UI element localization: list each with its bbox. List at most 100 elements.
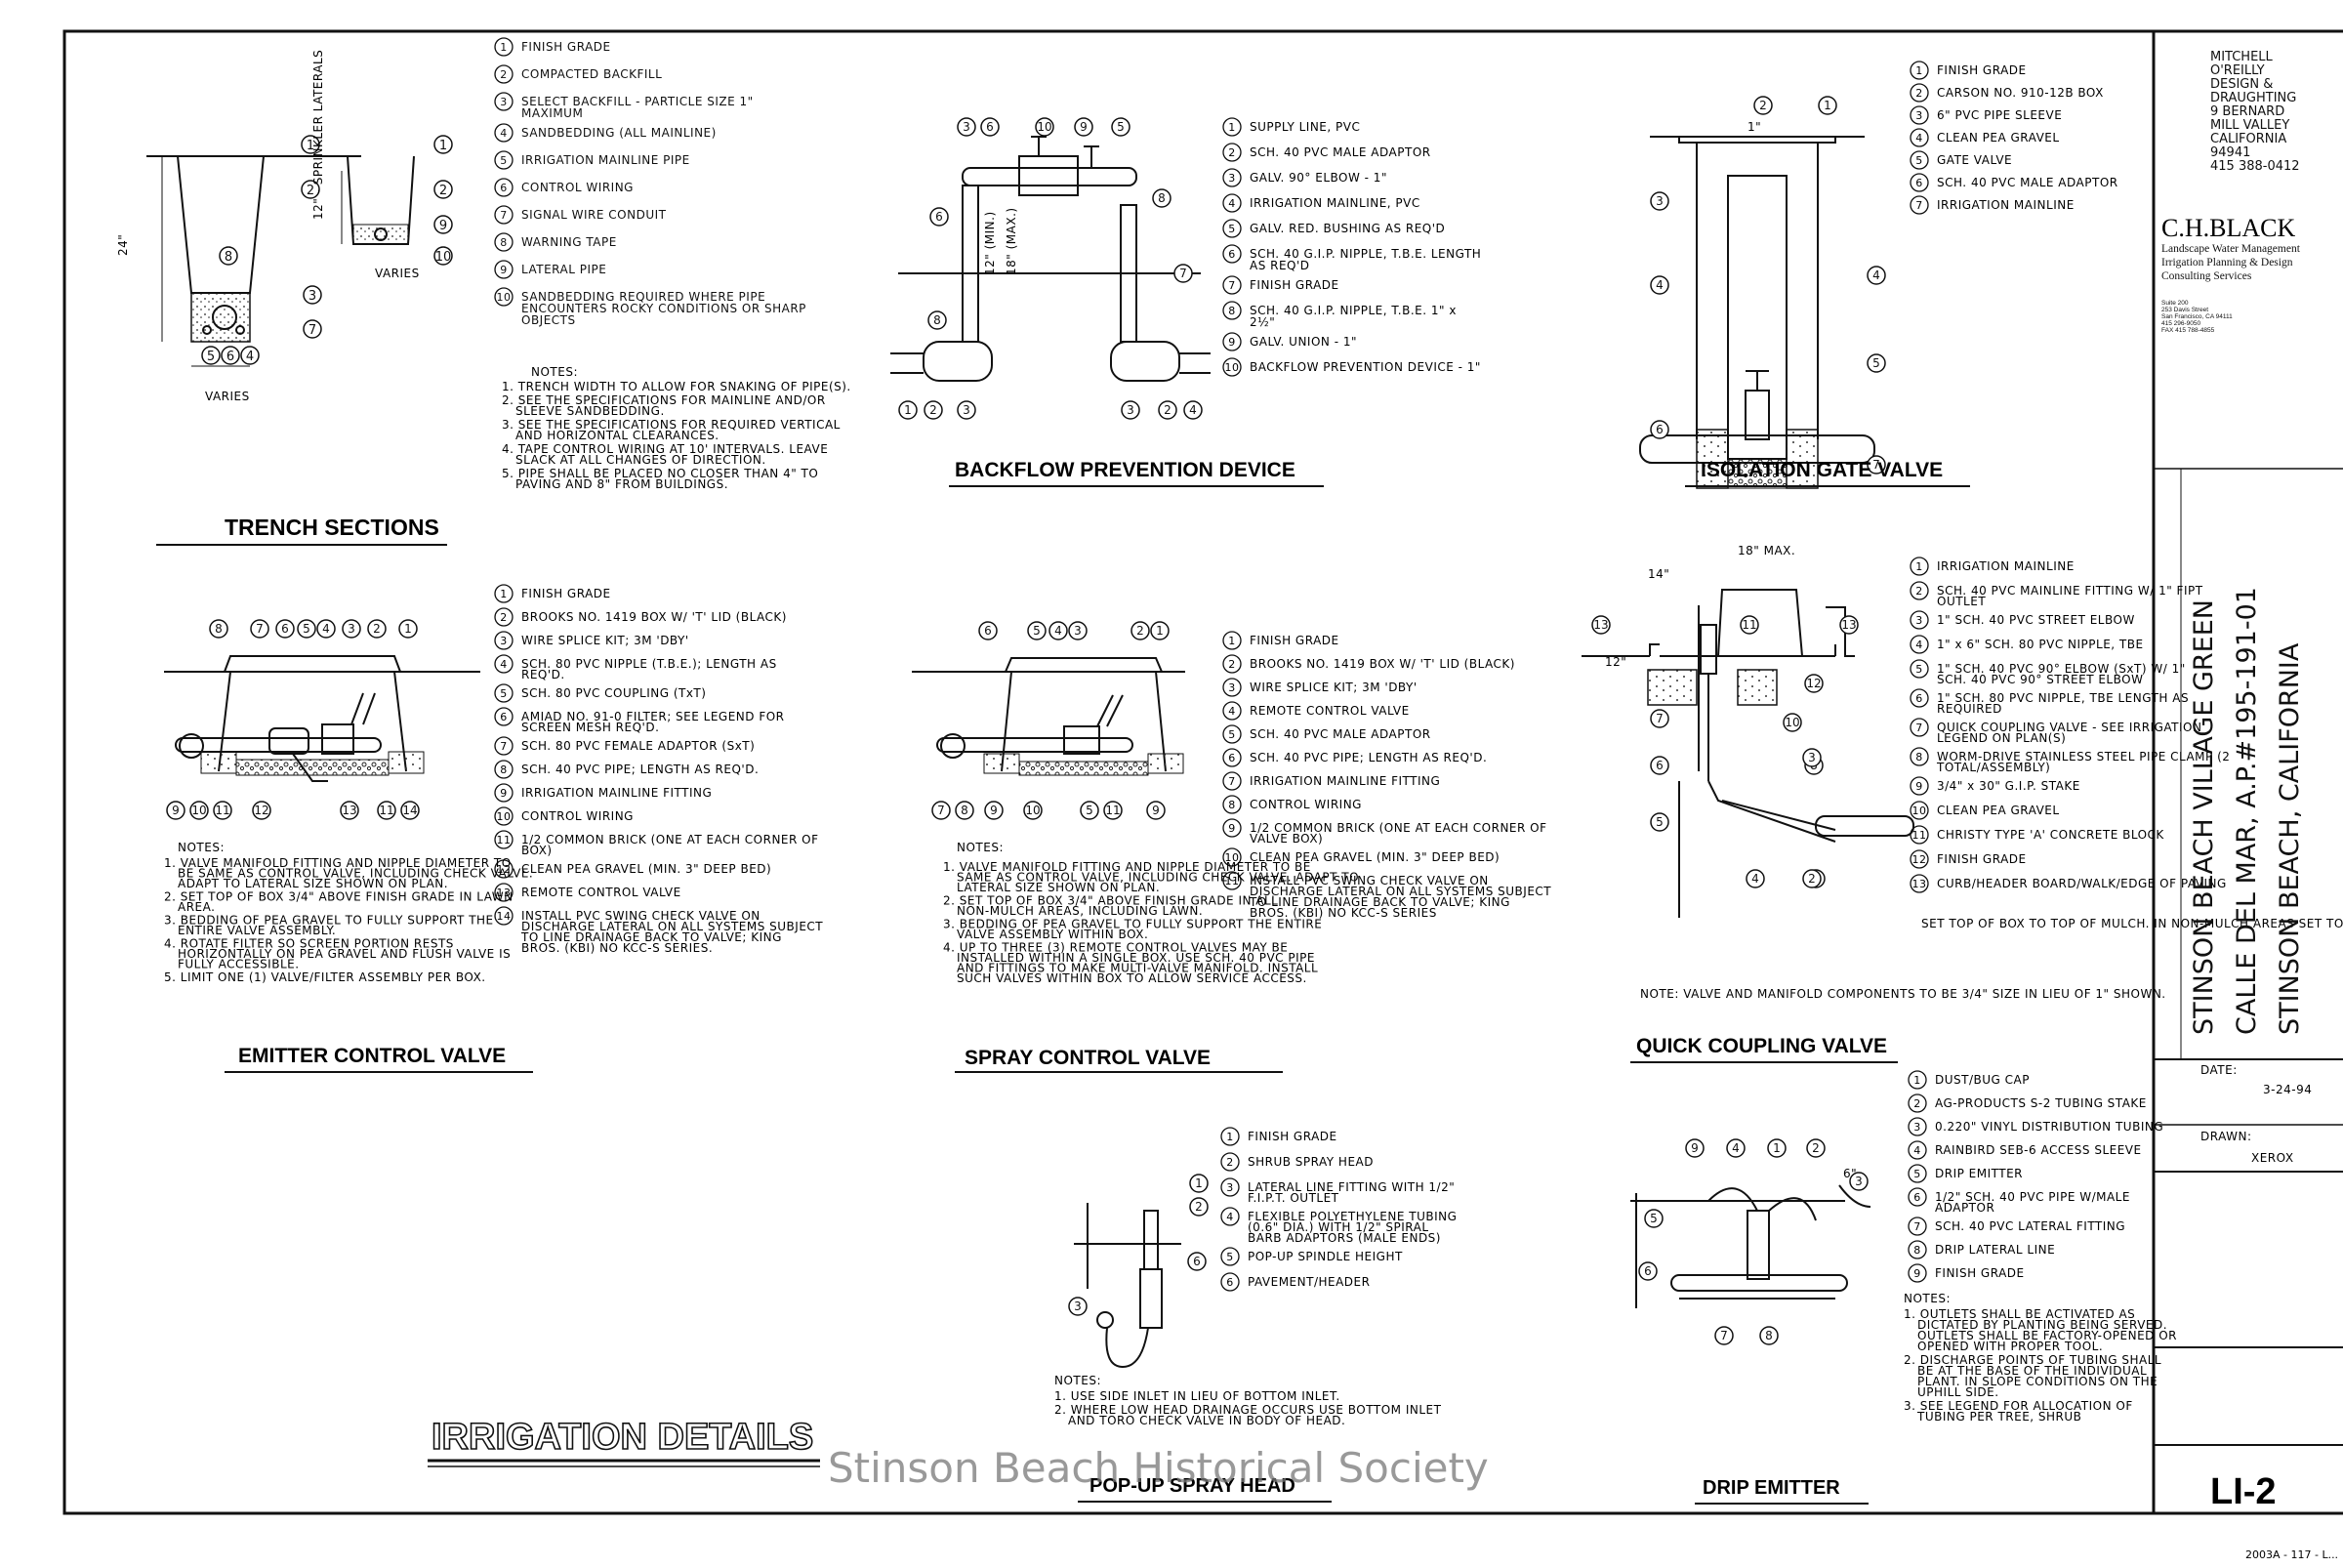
legend-text: 3/4" x 30" G.I.P. STAKE	[1937, 779, 2080, 793]
trench-callouts: 1 2 3 7 8 5 6 4 1 2 9 10	[201, 135, 453, 365]
note-text: 3. SEE THE SPECIFICATIONS FOR REQUIRED V…	[502, 418, 841, 442]
svg-text:4: 4	[1228, 705, 1236, 718]
legend-item: 8 DRIP LATERAL LINE	[1908, 1240, 2055, 1259]
svg-text:4: 4	[1732, 1141, 1740, 1155]
stack-line: DRAUGHTING	[2210, 91, 2296, 105]
note-text: 3. BEDDING OF PEA GRAVEL TO FULLY SUPPOR…	[943, 918, 1322, 942]
svg-text:10: 10	[1225, 851, 1240, 864]
drawn-value: XEROX	[2251, 1151, 2294, 1165]
svg-text:5: 5	[1033, 624, 1041, 638]
sheet-border	[62, 29, 2343, 1515]
backflow-callouts: 3 6 10 9 5 8 7 6 8 1 2 3 3 2 4	[898, 117, 1203, 420]
svg-text:3: 3	[1228, 172, 1236, 185]
svg-text:11: 11	[1105, 804, 1120, 817]
sheet-title: IRRIGATION DETAILS	[432, 1417, 813, 1458]
svg-text:5: 5	[500, 154, 508, 167]
trench-dim-varies: VARIES	[205, 390, 250, 403]
note-text: 4. ROTATE FILTER SO SCREEN PORTION RESTS…	[164, 937, 511, 971]
note-text: 3. BEDDING OF PEA GRAVEL TO FULLY SUPPOR…	[164, 914, 494, 938]
svg-text:14: 14	[402, 804, 417, 817]
legend-text: LATERAL PIPE	[521, 263, 606, 276]
svg-text:3: 3	[1127, 403, 1134, 417]
svg-text:6: 6	[984, 624, 992, 638]
legend-text: IRRIGATION MAINLINE PIPE	[521, 153, 690, 167]
legend-text: GALV. UNION - 1"	[1250, 335, 1357, 349]
svg-text:2: 2	[1164, 403, 1172, 417]
svg-text:7: 7	[1179, 267, 1187, 280]
svg-text:7: 7	[1913, 1220, 1921, 1233]
svg-text:9: 9	[1913, 1267, 1921, 1280]
svg-text:4: 4	[1226, 1211, 1234, 1223]
popup-title: POP-UP SPRAY HEAD	[1089, 1475, 1295, 1497]
svg-text:3: 3	[308, 289, 316, 304]
svg-text:2: 2	[500, 68, 508, 81]
stack-line: FAX 415 788-4855	[2161, 327, 2215, 334]
svg-text:4: 4	[500, 127, 508, 140]
drip-title: DRIP EMITTER	[1703, 1477, 1840, 1499]
svg-text:11: 11	[215, 804, 229, 817]
svg-text:4: 4	[500, 658, 508, 671]
svg-text:3: 3	[1913, 1121, 1921, 1134]
trench-drawing	[146, 155, 415, 367]
legend-text: FLEXIBLE POLYETHYLENE TUBING(0.6" DIA.) …	[1248, 1210, 1457, 1245]
svg-text:7: 7	[1656, 712, 1664, 725]
svg-text:9: 9	[1228, 822, 1236, 835]
popup-notes: 1. USE SIDE INLET IN LIEU OF BOTTOM INLE…	[1054, 1389, 1441, 1427]
svg-text:1: 1	[1915, 64, 1923, 77]
svg-text:8: 8	[1913, 1244, 1921, 1257]
legend-text: GATE VALVE	[1937, 153, 2012, 167]
legend-text: SCH. 40 PVC MALE ADAPTOR	[1250, 145, 1431, 159]
svg-text:6: 6	[1644, 1264, 1652, 1278]
svg-text:1: 1	[1226, 1131, 1234, 1143]
svg-text:6: 6	[1226, 1276, 1234, 1289]
svg-text:12: 12	[1806, 677, 1821, 690]
legend-text: CHRISTY TYPE 'A' CONCRETE BLOCK	[1937, 828, 2164, 842]
legend-text: FINISH GRADE	[1937, 63, 2027, 77]
legend-text: DRIP LATERAL LINE	[1935, 1243, 2055, 1257]
svg-text:5: 5	[1228, 223, 1236, 235]
legend-text: CLEAN PEA GRAVEL (MIN. 3" DEEP BED)	[521, 862, 771, 876]
legend-item: 4 REMOTE CONTROL VALVE	[1222, 701, 1410, 721]
legend-text: REMOTE CONTROL VALVE	[1250, 704, 1410, 718]
legend-text: FINISH GRADE	[521, 40, 611, 54]
svg-text:5: 5	[303, 622, 310, 636]
svg-text:10: 10	[1785, 716, 1799, 729]
svg-text:9: 9	[500, 787, 508, 800]
svg-text:6: 6	[1656, 759, 1664, 772]
svg-text:4: 4	[1656, 278, 1664, 292]
svg-text:7: 7	[500, 209, 508, 222]
svg-text:5: 5	[1656, 815, 1664, 829]
legend-text: 1" x 6" SCH. 80 PVC NIPPLE, TBE	[1937, 638, 2144, 651]
stack-line: CALLE DEL MAR, A.P.#195-191-01	[2232, 587, 2262, 1035]
stack-line: O'REILLY	[2210, 63, 2265, 78]
